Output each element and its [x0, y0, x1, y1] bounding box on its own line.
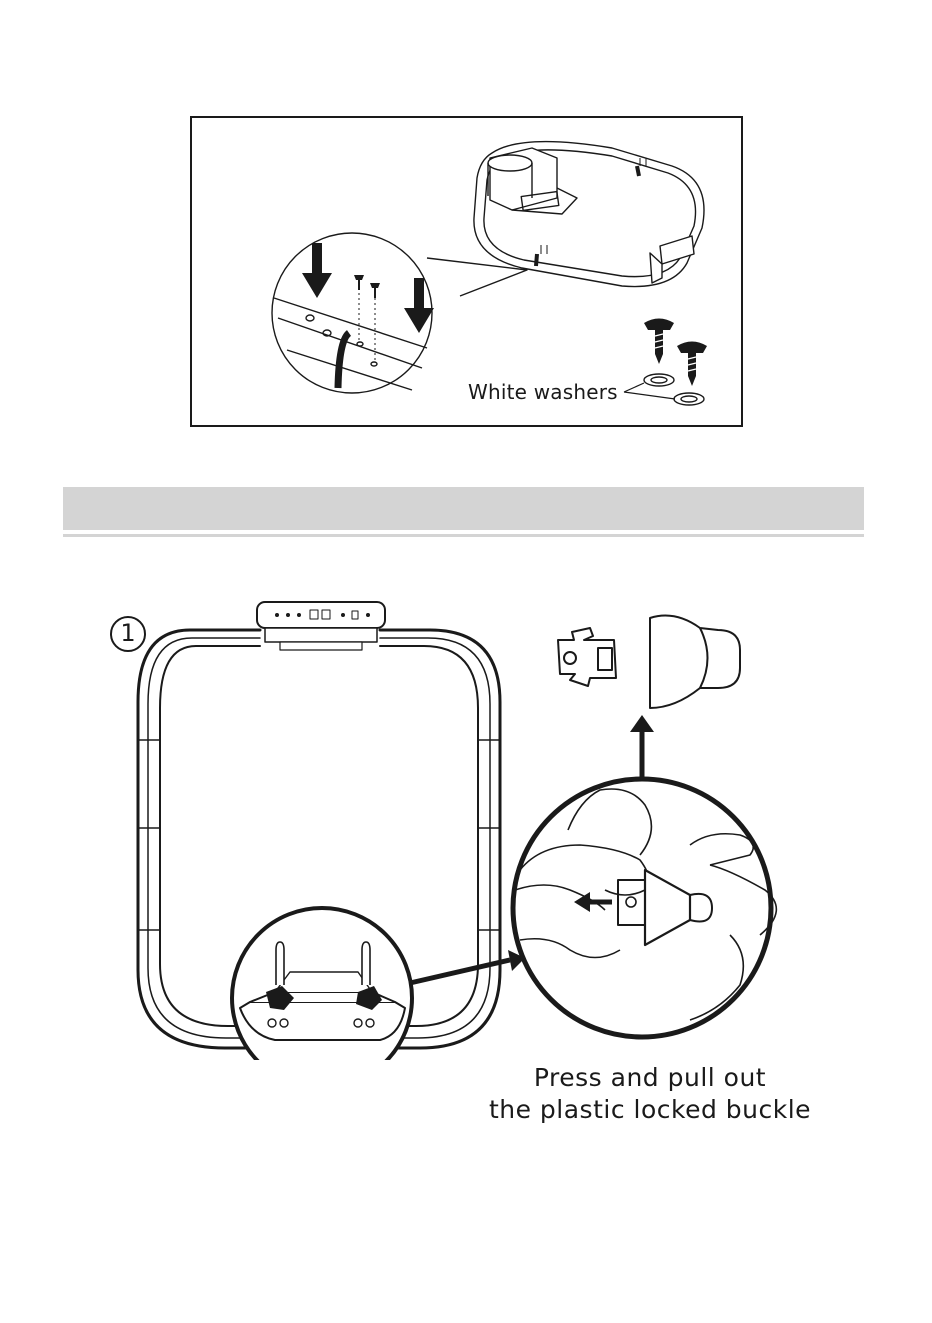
caption-line-1: Press and pull out: [460, 1062, 840, 1094]
instruction-caption: Press and pull out the plastic locked bu…: [460, 1062, 840, 1126]
step-number-marker: 1: [110, 616, 146, 652]
section-divider: [63, 534, 864, 537]
frame-assembly-drawing: [192, 118, 740, 424]
buckle-removal-illustration: 1: [100, 590, 840, 1150]
buckle-plug-icon: [650, 616, 740, 708]
white-washers-label: White washers: [468, 380, 618, 404]
section-header-bar: [63, 487, 864, 530]
callout-pointer: [427, 258, 527, 296]
arrow-to-detail: [410, 960, 510, 983]
hand-detail-circle: [513, 779, 771, 1037]
screw-icons: [644, 319, 707, 387]
caption-line-2: the plastic locked buckle: [460, 1094, 840, 1126]
separated-buckle-parts: [558, 616, 740, 708]
washer-icon: [644, 374, 674, 386]
washer-icon: [674, 393, 704, 405]
frame-screw-illustration: White washers: [190, 116, 743, 427]
buckle-removal-drawing: [100, 590, 840, 1060]
